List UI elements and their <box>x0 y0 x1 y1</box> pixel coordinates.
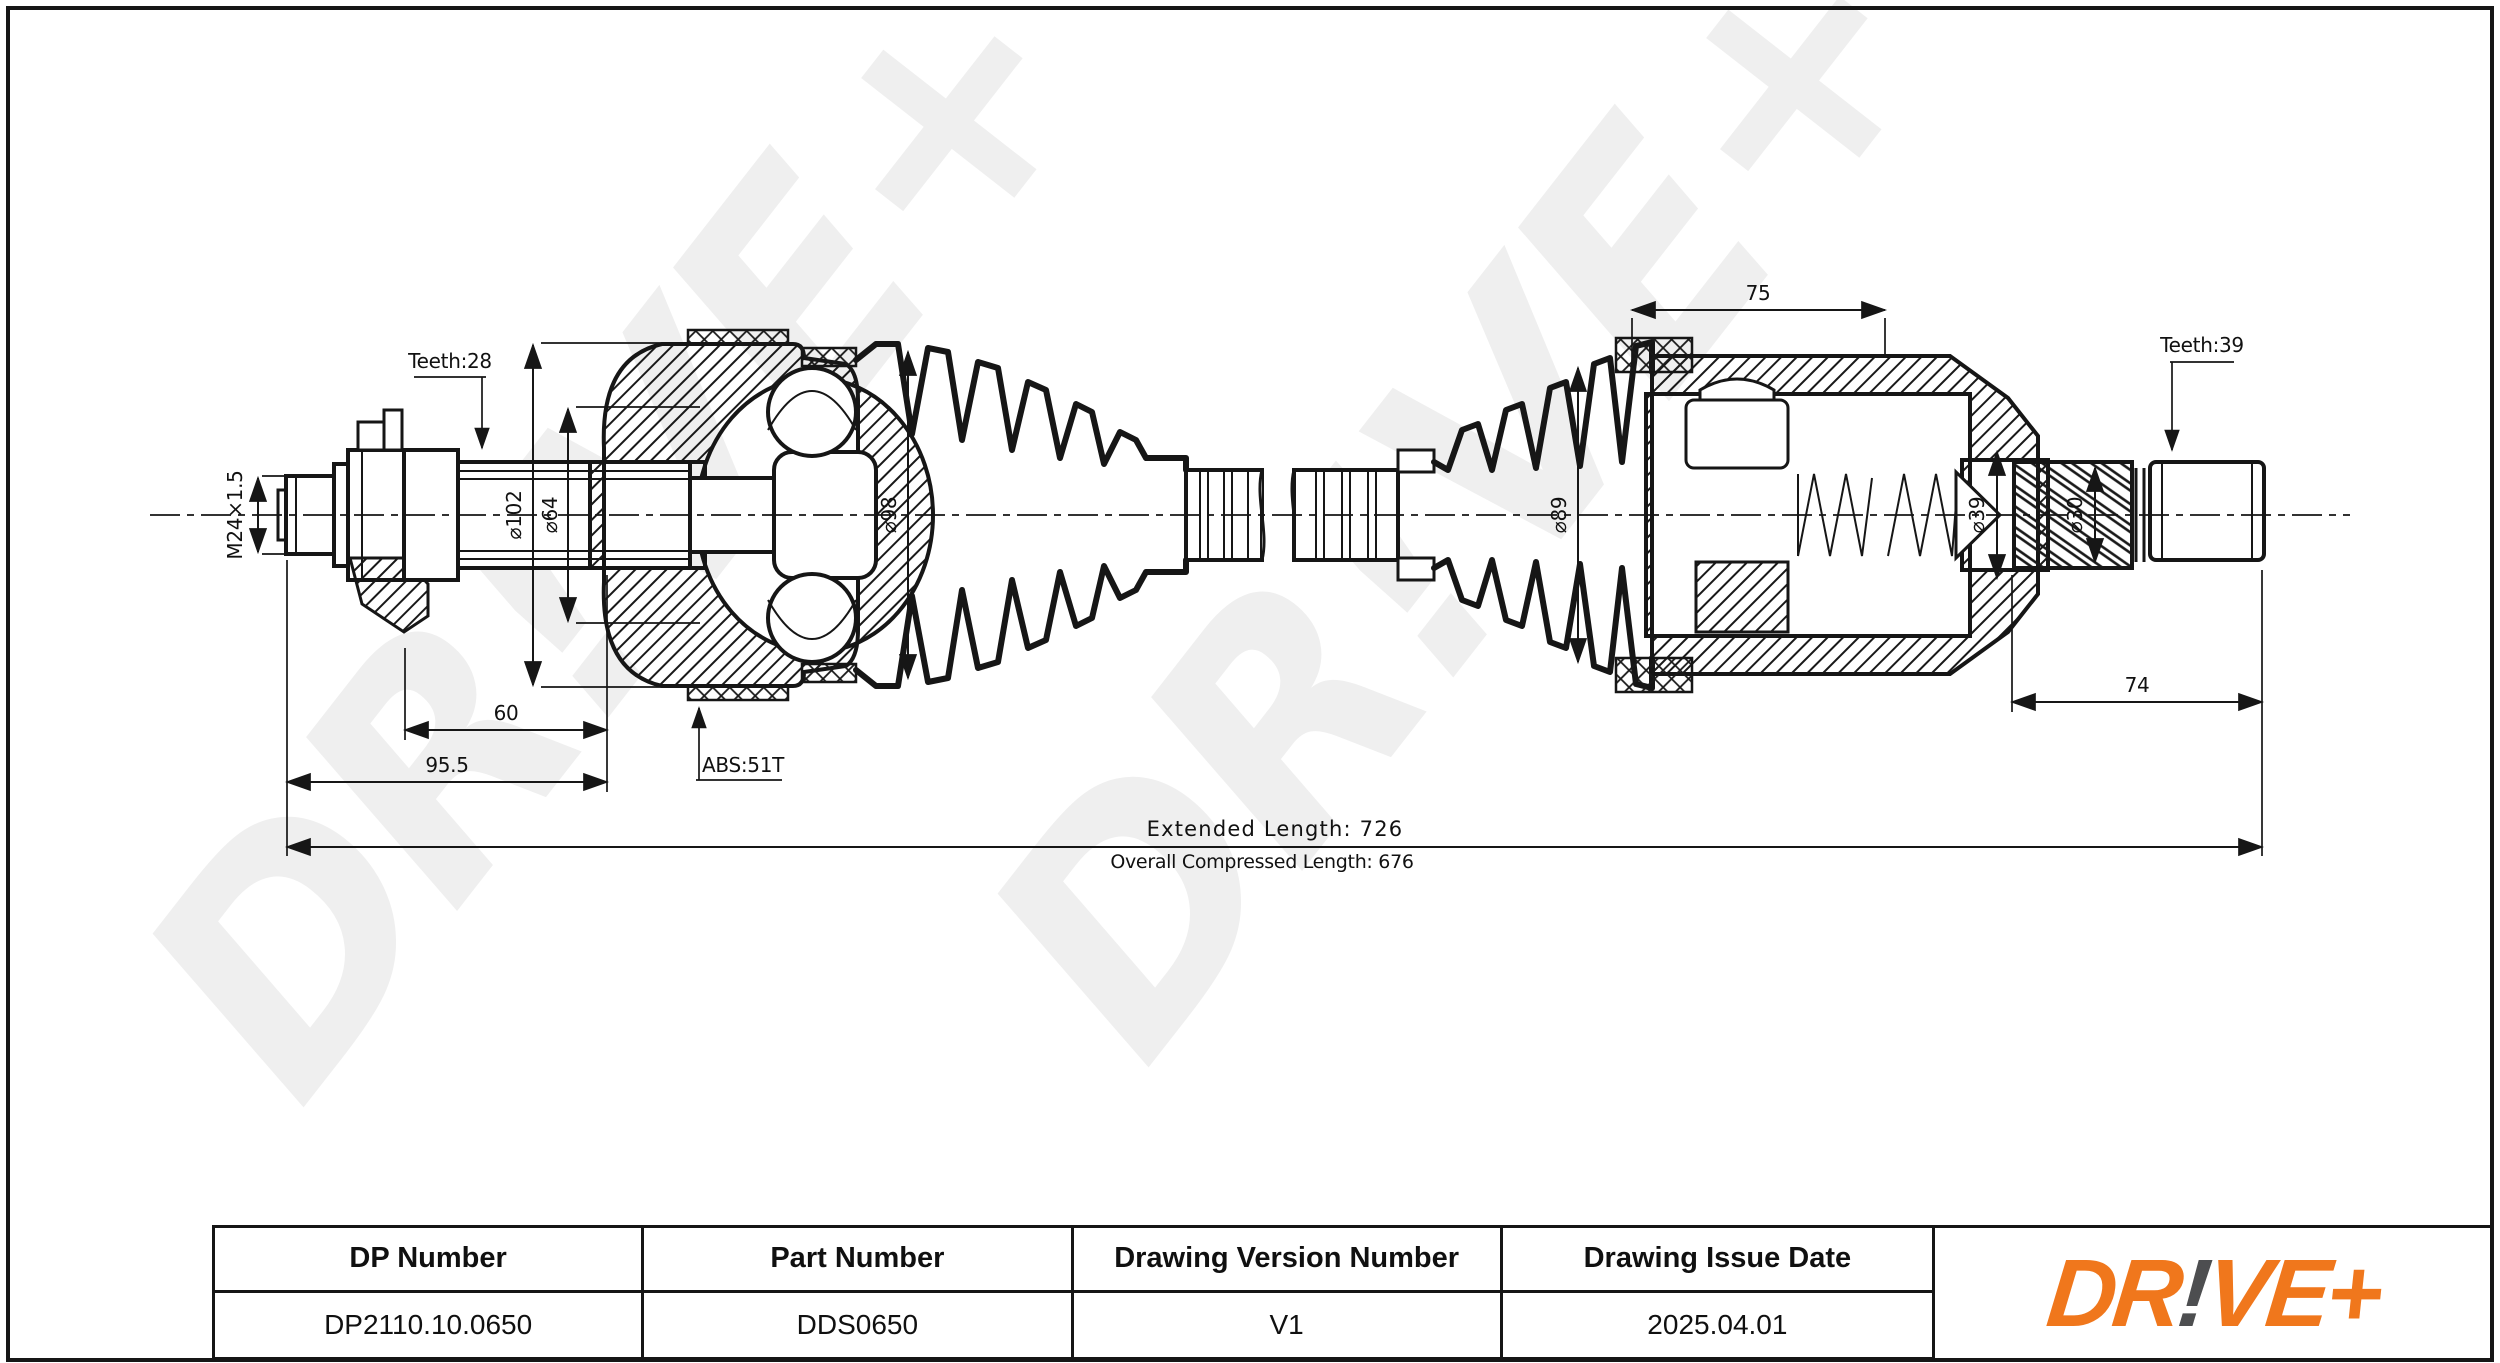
value-drawing-version: V1 <box>1074 1292 1503 1357</box>
value-issue-date: 2025.04.01 <box>1647 1308 1788 1340</box>
boot-clamp-outer-bottom <box>800 662 858 684</box>
dim-label-60: 60 <box>494 701 519 725</box>
dim-label-extended-length: Extended Length: 726 <box>1147 817 1404 841</box>
abs-ring-bottom <box>686 684 790 702</box>
dim-label-dia30: ⌀30 <box>2063 497 2087 534</box>
dim-label-teeth-left: Teeth:28 <box>407 349 492 373</box>
value-part-number: DDS0650 <box>644 1292 1074 1357</box>
boot-clamp-inner-bottom <box>1614 656 1694 694</box>
dim-label-dia39: ⌀39 <box>1965 497 1989 534</box>
header-issue-date: Drawing Issue Date <box>1502 1228 1932 1293</box>
dimensions: M24×1.5 Teeth:28 ⌀102 ⌀64 ⌀98 ABS:51T 60… <box>223 281 2265 873</box>
dim-label-compressed-length: Overall Compressed Length: 676 <box>1110 851 1413 873</box>
value-dp-number: DP2110.10.0650 <box>215 1292 645 1357</box>
roller-bearing <box>1684 398 1790 470</box>
dim-label-95-5: 95.5 <box>425 753 468 777</box>
dim-label-thread: M24×1.5 <box>223 470 247 559</box>
ball-bearing-bottom <box>766 572 858 664</box>
inner-boot-bellows <box>1396 339 1655 691</box>
abs-ring-top <box>686 328 790 346</box>
threaded-stub-end <box>276 408 460 634</box>
outer-cv-joint <box>588 328 936 702</box>
logo-part-dr: DR <box>2042 1240 2185 1347</box>
logo-part-ve-plus: VE+ <box>2201 1240 2385 1347</box>
dim-label-75: 75 <box>1746 281 1771 305</box>
header-drawing-version: Drawing Version Number <box>1073 1228 1503 1293</box>
outer-boot-bellows <box>853 341 1189 689</box>
roller-bearing-cap <box>1698 377 1776 400</box>
title-block-table: DP Number Part Number Drawing Version Nu… <box>212 1225 1935 1360</box>
dim-label-74: 74 <box>2125 673 2150 697</box>
dim-label-dia102: ⌀102 <box>502 490 526 539</box>
stub-shaft <box>2148 460 2266 562</box>
dim-label-dia89: ⌀89 <box>1547 497 1571 534</box>
sheet-border <box>6 6 2494 1362</box>
brand-logo: DR!VE+ <box>2042 1239 2385 1349</box>
header-dp-number: DP Number <box>215 1228 645 1293</box>
header-part-number: Part Number <box>644 1228 1074 1293</box>
boot-clamp-small-top <box>1396 448 1436 474</box>
dim-label-teeth-right: Teeth:39 <box>2159 333 2244 357</box>
dim-label-dia64: ⌀64 <box>538 497 562 534</box>
boot-clamp-outer-top <box>800 346 858 368</box>
dim-label-dia98: ⌀98 <box>877 497 901 534</box>
tripod-section-lower <box>1694 560 1790 634</box>
logo-cell: DR!VE+ <box>1935 1225 2492 1360</box>
dim-label-abs: ABS:51T <box>702 753 785 777</box>
boot-clamp-small-bottom <box>1396 556 1436 582</box>
ball-bearing-top <box>766 366 858 458</box>
boot-clamp-inner-top <box>1614 336 1694 374</box>
